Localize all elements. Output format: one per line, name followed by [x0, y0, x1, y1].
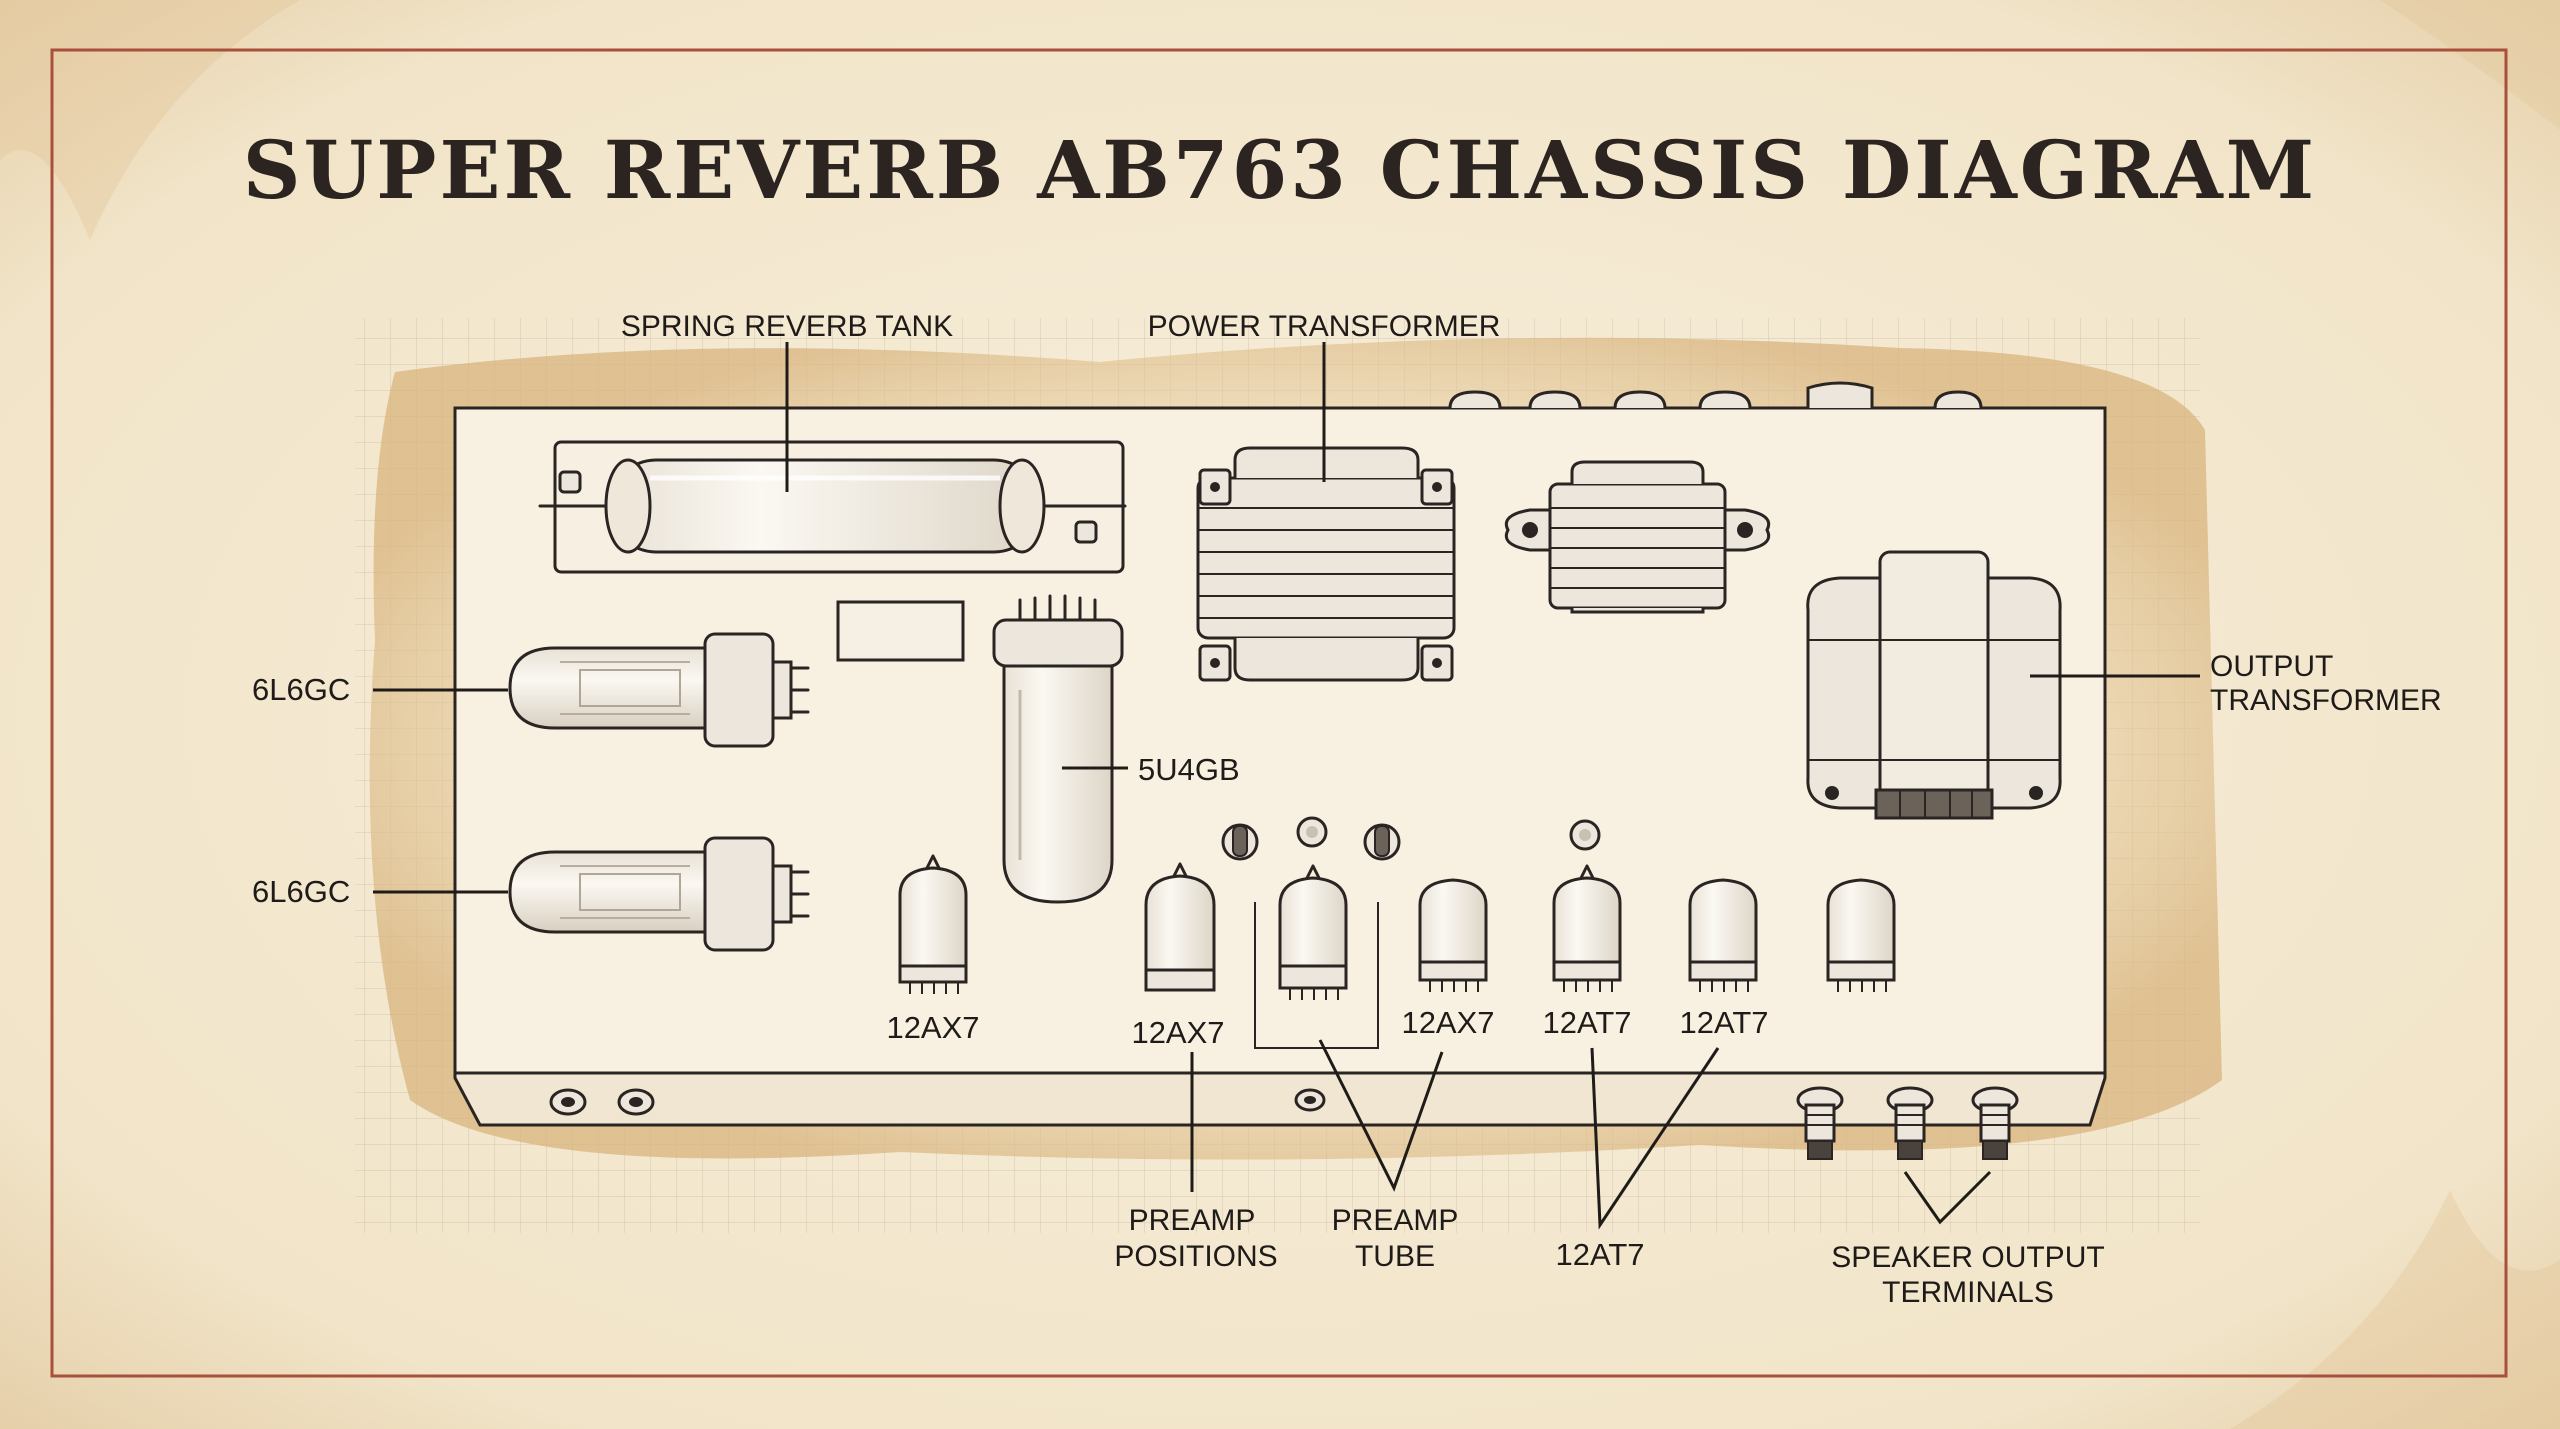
spring-reverb-tank: [538, 440, 1127, 574]
label-bottom-12at7: 12AT7: [1555, 1237, 1644, 1272]
label-tube-3: 12AX7: [1401, 1005, 1494, 1040]
label-preamp-positions-line2: POSITIONS: [1114, 1240, 1277, 1273]
label-preamp-positions-line1: PREAMP: [1129, 1204, 1256, 1237]
diagram-title: SUPER REVERB AB763 CHASSIS DIAGRAM: [243, 123, 2317, 217]
label-tube-1: 12AX7: [886, 1010, 979, 1045]
label-preamp-tube-line2: TUBE: [1355, 1240, 1435, 1273]
label-rectifier: 5U4GB: [1138, 752, 1240, 787]
pilot-light-2: [1569, 819, 1601, 851]
rear-knobs: [1448, 381, 1983, 409]
power-transformer: [1196, 446, 1456, 682]
label-speaker-output-line2: TERMINALS: [1882, 1276, 2054, 1309]
label-power-tube-bottom: 6L6GC: [252, 874, 350, 909]
label-output-transformer-line1: OUTPUT: [2210, 650, 2333, 683]
leader-lines: [373, 342, 2200, 1230]
input-jacks: [549, 1088, 1326, 1116]
preamp-tube-1: [898, 854, 968, 994]
label-tube-5: 12AT7: [1679, 1005, 1768, 1040]
label-preamp-tube-line1: PREAMP: [1332, 1204, 1459, 1237]
filter-cap-box: [836, 600, 965, 662]
label-power-transformer: POWER TRANSFORMER: [1148, 310, 1501, 343]
preamp-tube-6: [1688, 878, 1758, 992]
page-border: [50, 48, 2508, 1378]
preamp-tube-4: [1418, 878, 1488, 992]
preamp-tube-2: [1144, 862, 1216, 992]
power-tube-bottom: [508, 836, 810, 952]
output-transformer: [1806, 550, 2062, 820]
toggle-switch-right: [1363, 823, 1401, 861]
labels: SPRING REVERB TANK POWER TRANSFORMER OUT…: [252, 310, 2442, 1309]
toggle-switch-left: [1221, 823, 1259, 861]
choke: [1504, 460, 1771, 614]
label-spring-reverb-tank: SPRING REVERB TANK: [621, 310, 953, 343]
preamp-tube-7: [1826, 878, 1896, 992]
preamp-tube-5: [1552, 864, 1622, 992]
label-power-tube-top: 6L6GC: [252, 672, 350, 707]
label-speaker-output-line1: SPEAKER OUTPUT: [1831, 1241, 2104, 1274]
label-tube-4: 12AT7: [1542, 1005, 1631, 1040]
label-tube-2: 12AX7: [1131, 1015, 1224, 1050]
preamp-bracket: [1254, 902, 1379, 1049]
pilot-light-1: [1296, 816, 1328, 848]
preamp-tube-3: [1278, 864, 1348, 1000]
label-output-transformer-line2: TRANSFORMER: [2210, 684, 2442, 717]
rectifier-tube: [992, 594, 1124, 904]
power-tube-top: [508, 632, 810, 748]
speaker-output-terminals: [1796, 1086, 2019, 1160]
